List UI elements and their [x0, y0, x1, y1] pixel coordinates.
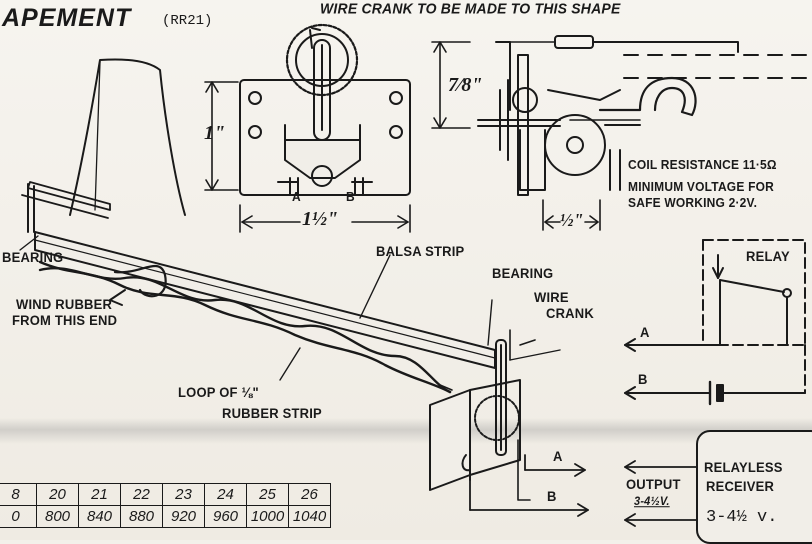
table-cell: 840 — [78, 505, 121, 528]
rubber-strip — [38, 260, 452, 394]
drawing-code: (RR21) — [162, 13, 213, 29]
min-voltage-line2: SAFE WORKING 2·2V. — [628, 195, 758, 211]
label-receiver: RECEIVER — [706, 478, 775, 495]
label-wind-rubber: WIND RUBBER — [16, 296, 113, 313]
table-cell: 880 — [120, 505, 163, 528]
leader-lines — [19, 235, 561, 381]
label-loop-of: LOOP OF ⅛" — [178, 384, 259, 401]
receiver-voltage: 3-4½ v. — [706, 508, 778, 527]
table-cell: 26 — [288, 483, 331, 506]
fold-crease — [0, 418, 812, 444]
table-cell: 25 — [246, 483, 289, 506]
table-cell: 800 — [36, 505, 79, 528]
dimension-lines-front — [204, 81, 411, 233]
dim-width-1-5: 1½" — [302, 208, 339, 230]
model-output-a: A — [553, 448, 563, 465]
label-relay: RELAY — [746, 248, 790, 265]
table-cell: 20 — [36, 483, 79, 506]
front-label-b: B — [346, 189, 355, 205]
receiver-box — [696, 430, 812, 544]
label-bearing-right: BEARING — [492, 265, 554, 282]
min-voltage-line1: MINIMUM VOLTAGE FOR — [628, 179, 775, 195]
table-cell: 23 — [162, 483, 205, 506]
relay-terminal-b: B — [638, 371, 648, 388]
dim-height-7-8: 7⁄8" — [448, 74, 483, 96]
table-cell: 960 — [204, 505, 247, 528]
table-cell: 0 — [0, 505, 37, 528]
left-bearing — [21, 181, 111, 233]
dashed-guides — [623, 54, 812, 79]
label-relayless: RELAYLESS — [704, 459, 783, 476]
escapement-front-view — [239, 23, 411, 196]
label-output: OUTPUT — [626, 476, 681, 493]
relay-terminal-a: A — [640, 324, 650, 341]
table-cell: 8 — [0, 483, 37, 506]
coil-resistance: COIL RESISTANCE 11·5Ω — [628, 157, 777, 173]
model-output-b: B — [547, 488, 557, 505]
escapement-side-view — [477, 35, 739, 196]
label-balsa-strip: BALSA STRIP — [376, 243, 465, 260]
label-rubber-strip: RUBBER STRIP — [222, 405, 322, 422]
table-cell: 21 — [78, 483, 121, 506]
receiver-output-arrow — [624, 460, 697, 527]
dim-width-half: ½" — [560, 210, 584, 230]
shape-note: WIRE CRANK TO BE MADE TO THIS SHAPE — [320, 0, 621, 17]
label-from-this-end: FROM THIS END — [12, 312, 118, 329]
table-cell: 22 — [120, 483, 163, 506]
rate-table: 8 20 21 22 23 24 25 26 0 800 840 880 920… — [0, 483, 331, 528]
table-cell: 920 — [162, 505, 205, 528]
table-row: 8 20 21 22 23 24 25 26 — [0, 483, 331, 506]
dimension-lines-side — [431, 41, 601, 231]
label-output-voltage: 3-4½V. — [634, 495, 670, 509]
label-wire: WIRE — [534, 289, 569, 306]
label-bearing-left: BEARING — [2, 249, 64, 266]
table-cell: 24 — [204, 483, 247, 506]
fin-outline — [69, 58, 186, 216]
label-crank: CRANK — [546, 305, 594, 322]
model-output-arrows — [469, 454, 589, 517]
table-row: 0 800 840 880 920 960 1000 1040 — [0, 505, 331, 528]
table-cell: 1000 — [246, 505, 289, 528]
page-title: APEMENT — [2, 4, 132, 32]
model-escapement — [429, 329, 536, 501]
relay-circuit — [624, 239, 806, 406]
dim-height-1: 1" — [204, 122, 226, 144]
front-label-a: A — [292, 189, 301, 205]
table-cell: 1040 — [288, 505, 331, 528]
